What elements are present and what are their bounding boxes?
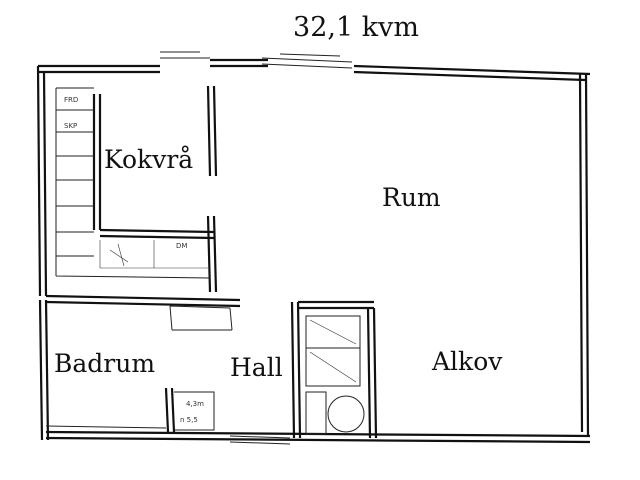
room-label-hall: Hall xyxy=(230,353,283,382)
room-label-alkov: Alkov xyxy=(431,347,503,376)
outer-walls xyxy=(36,51,591,444)
room-label-kokvra: Kokvrå xyxy=(104,145,193,174)
svg-text:4,3m: 4,3m xyxy=(186,400,204,408)
svg-text:FRD: FRD xyxy=(64,96,78,104)
svg-text:SKP: SKP xyxy=(64,122,77,130)
area-label: 32,1 kvm xyxy=(293,12,419,43)
kitchen-nook: FRD SKP DM xyxy=(55,85,218,293)
entrance-door xyxy=(229,435,291,445)
svg-text:n 5,5: n 5,5 xyxy=(180,416,198,424)
wardrobe-block xyxy=(290,300,378,439)
bathroom-walls: 4,3m n 5,5 xyxy=(45,294,241,433)
room-label-badrum: Badrum xyxy=(54,349,155,378)
room-label-rum: Rum xyxy=(382,183,441,212)
svg-text:DM: DM xyxy=(176,242,187,250)
